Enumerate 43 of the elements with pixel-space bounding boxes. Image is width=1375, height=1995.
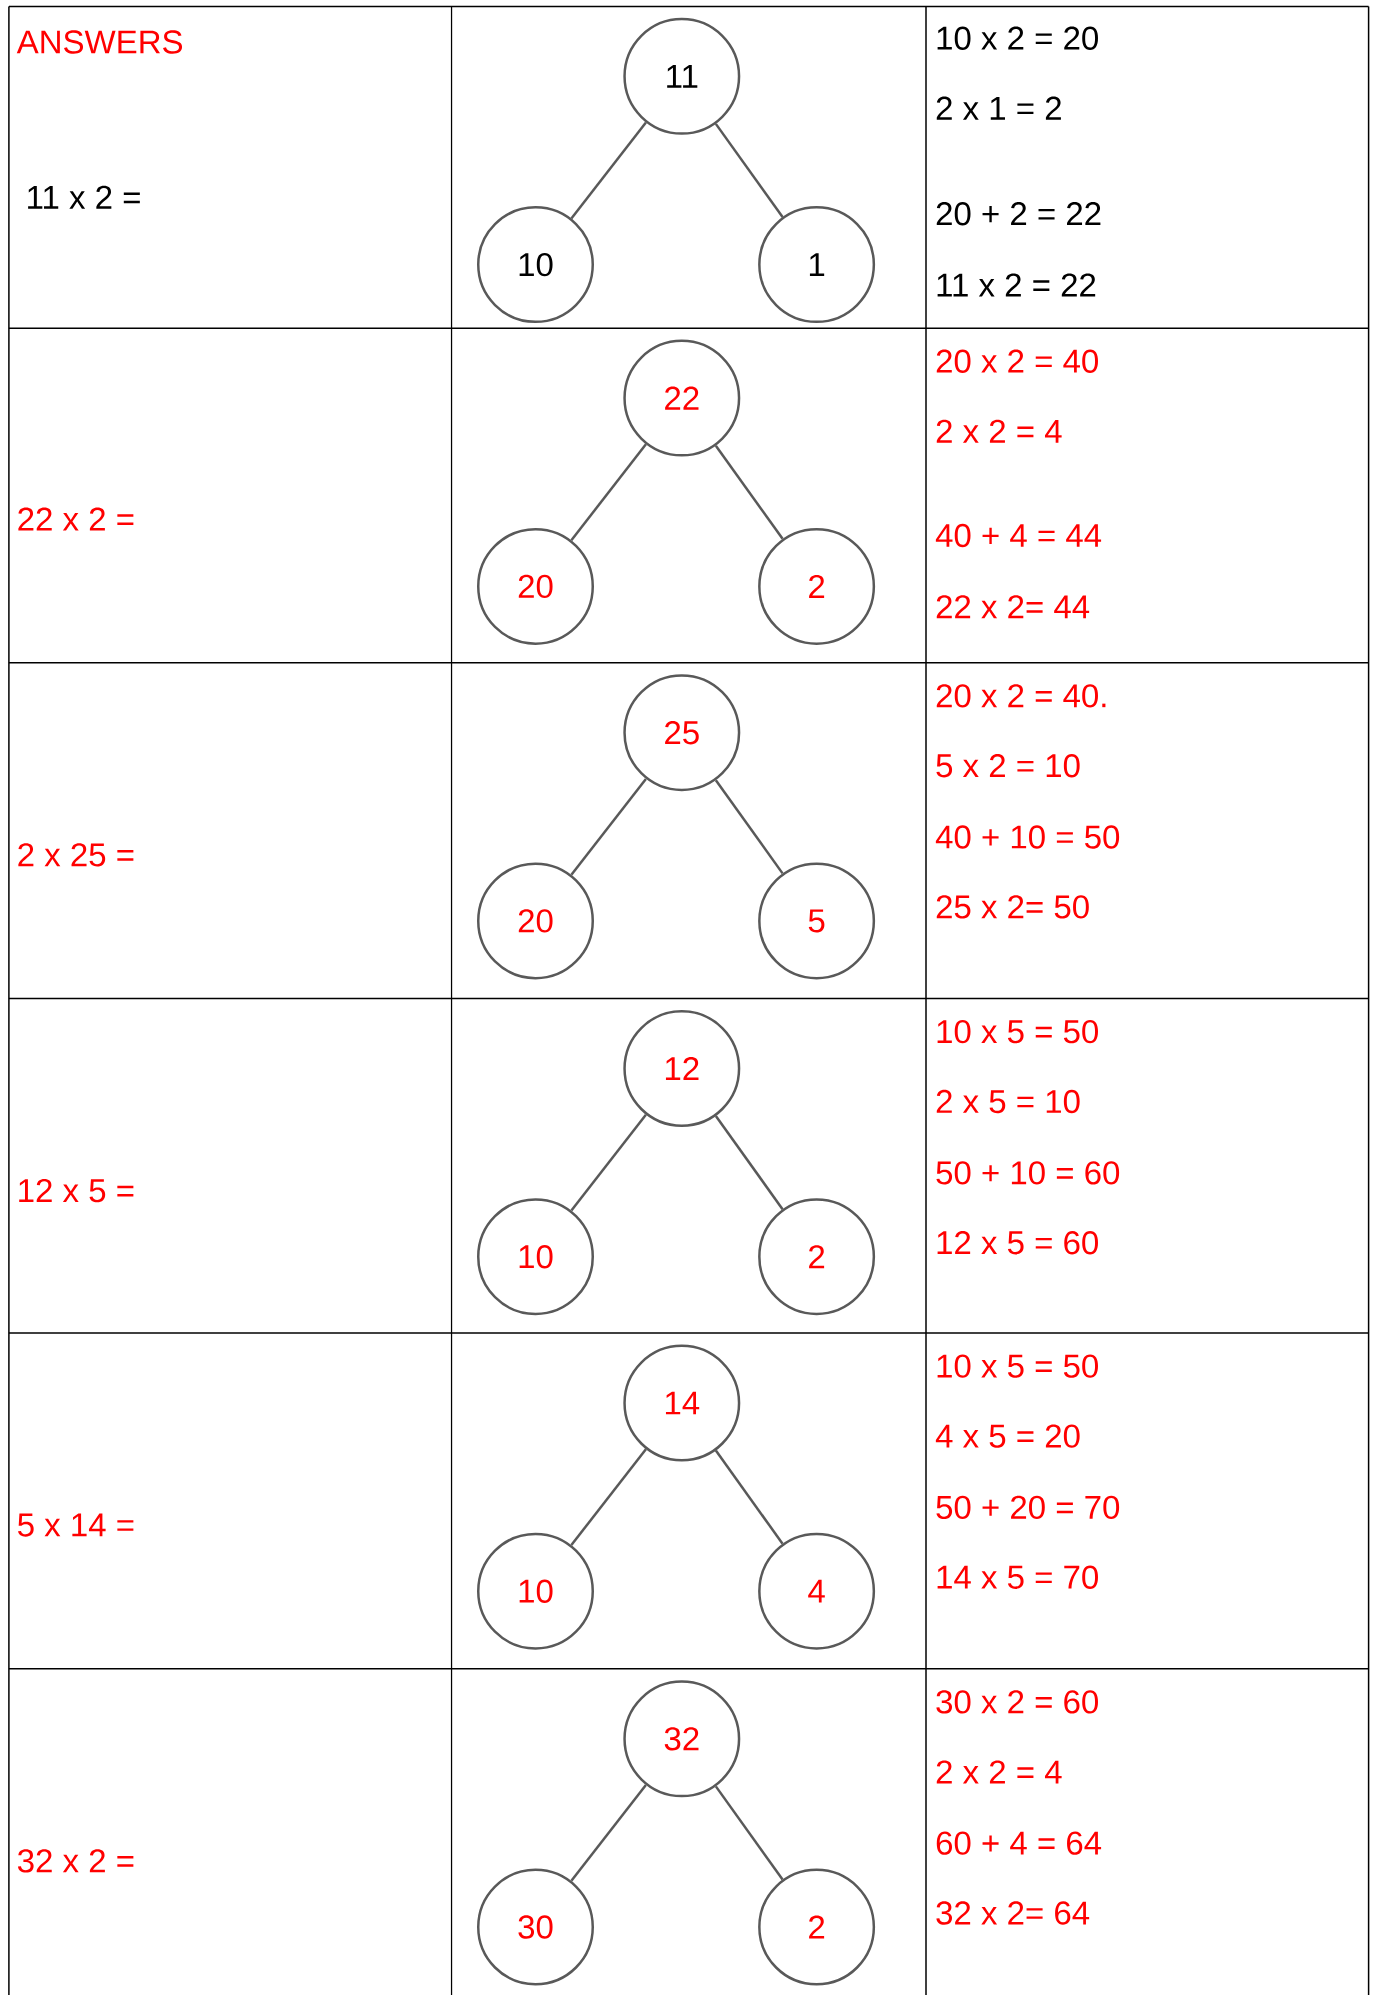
equation-text: 2 x 1 = 2 <box>936 96 1061 120</box>
equation-text: 10 x 5 = 50 <box>937 1354 1098 1378</box>
equation-text: 50 + 20 = 70 <box>936 1495 1120 1519</box>
branch-line <box>714 779 784 875</box>
equation-text: 60 + 4 = 64 <box>936 1831 1102 1855</box>
problem-text: 22 x 2 = <box>18 507 134 531</box>
equation-text: 4 x 5 = 20 <box>935 1424 1080 1448</box>
equation-text: 40 + 4 = 44 <box>935 523 1102 548</box>
problem-text: 2 x 25 = <box>18 843 134 867</box>
problem-text: 11 x 2 = <box>28 185 140 209</box>
branch-line <box>714 444 784 540</box>
branch-line <box>570 121 647 220</box>
problem-text: 12 x 5 = <box>19 1178 134 1203</box>
equation-text: 10 x 5 = 50 <box>937 1019 1098 1044</box>
equation-text: 2 x 2 = 4 <box>936 1760 1062 1784</box>
problem-text: 32 x 2 = <box>17 1849 134 1873</box>
branch-line <box>714 1115 784 1210</box>
equation-text: 2 x 2 = 4 <box>936 419 1062 443</box>
branch-line <box>714 1449 784 1545</box>
equation-text: 30 x 2 = 60 <box>936 1690 1098 1714</box>
equation-text: 25 x 2= 50 <box>936 895 1089 919</box>
equation-text: 22 x 2= 44 <box>936 595 1090 619</box>
equation-text: 50 + 10 = 60 <box>936 1161 1120 1185</box>
equation-text: 40 + 10 = 50 <box>935 825 1120 849</box>
equation-text: 12 x 5 = 60 <box>937 1231 1098 1255</box>
equation-text: 32 x 2= 64 <box>936 1901 1090 1925</box>
branch-line <box>714 1785 784 1881</box>
equation-text: 5 x 2 = 10 <box>936 754 1080 778</box>
equation-text: 11 x 2 = 22 <box>937 273 1096 297</box>
heading: ANSWERS <box>16 30 183 54</box>
branch-line <box>570 778 647 876</box>
equation-text: 10 x 2 = 20 <box>937 26 1098 50</box>
branch-line <box>570 1113 647 1212</box>
equation-text: 14 x 5 = 70 <box>937 1565 1098 1589</box>
branch-line <box>570 1448 647 1546</box>
branch-line <box>570 1784 647 1882</box>
equation-text: 20 + 2 = 22 <box>936 202 1101 226</box>
problem-text: 5 x 14 = <box>18 1513 134 1537</box>
equation-text: 2 x 5 = 10 <box>936 1089 1080 1114</box>
branch-line <box>570 443 647 541</box>
equation-text: 20 x 2 = 40. <box>936 684 1106 708</box>
equation-text: 20 x 2 = 40 <box>936 349 1098 373</box>
branch-line <box>714 123 784 218</box>
